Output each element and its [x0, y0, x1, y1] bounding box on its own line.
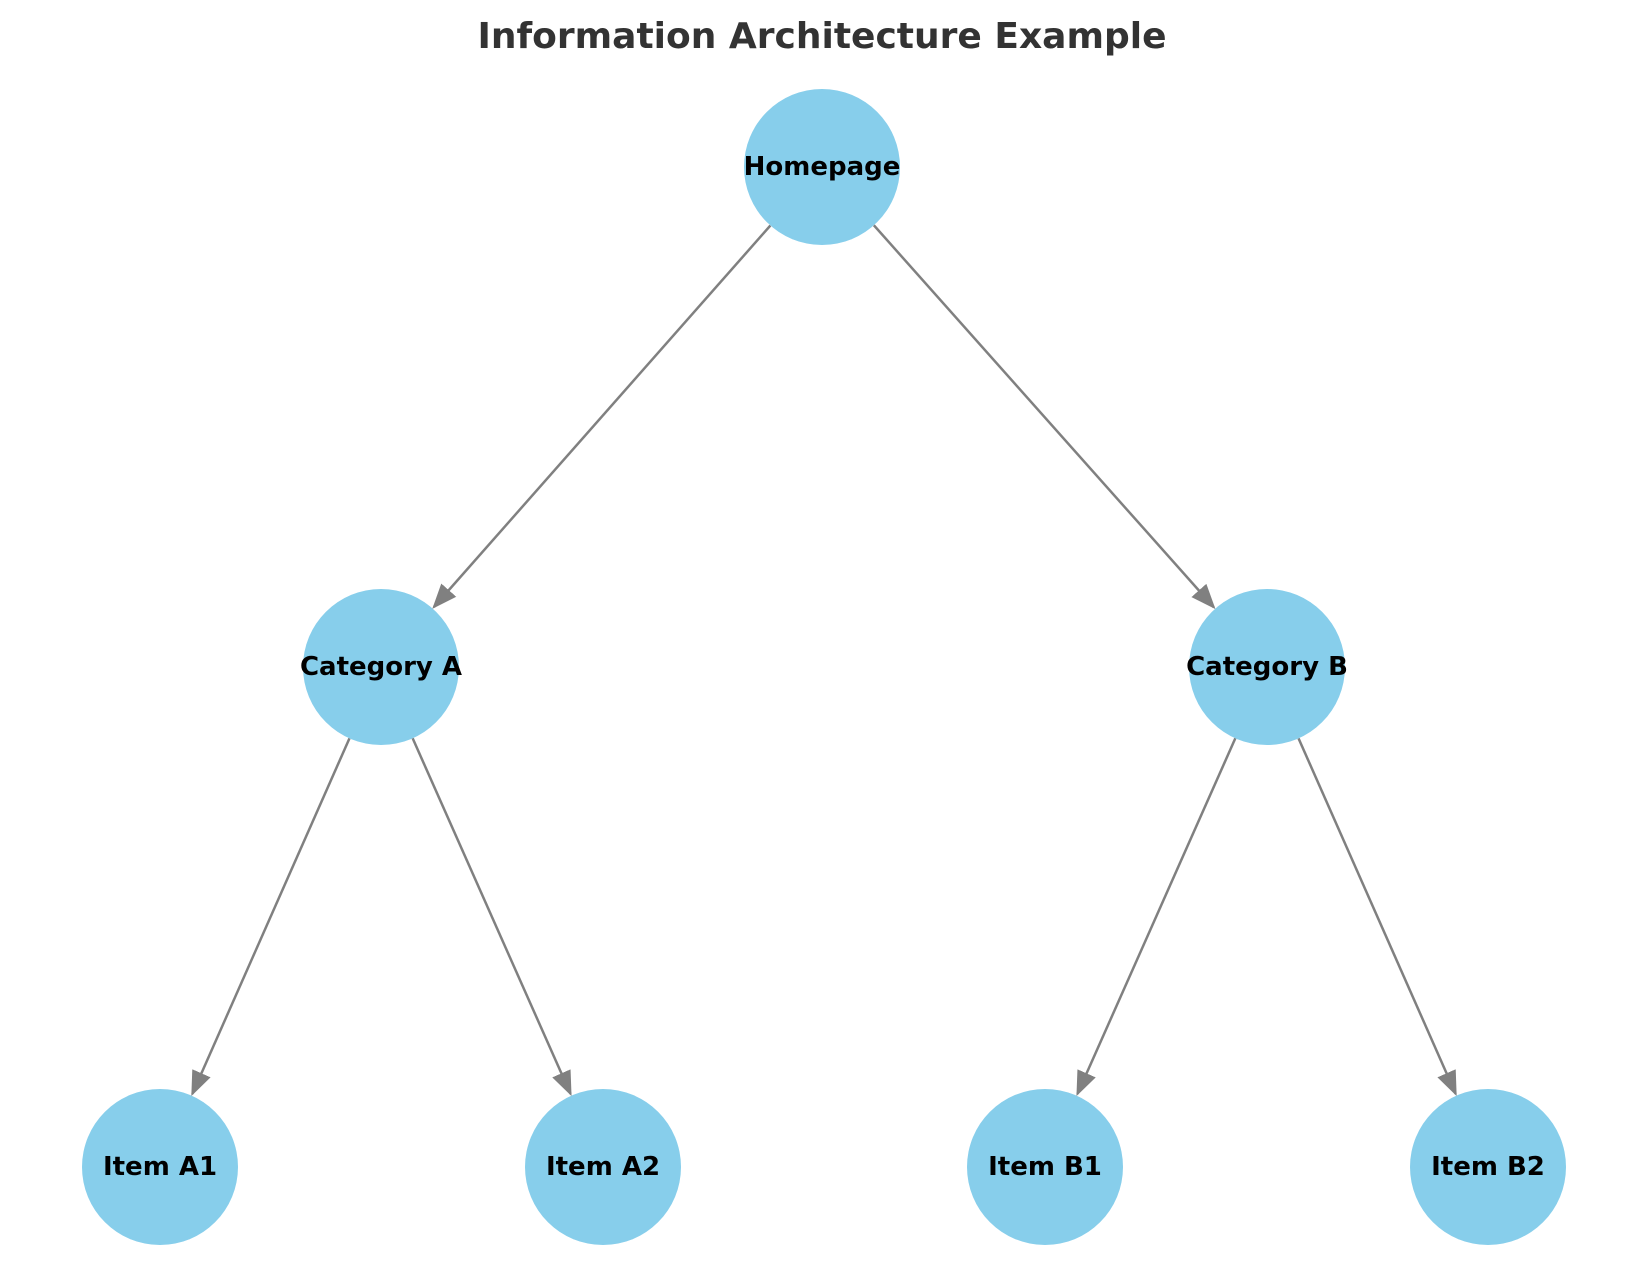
edge-category-a-to-item-a2	[411, 737, 572, 1097]
edge-category-b-to-item-b2	[1297, 737, 1457, 1097]
diagram-title: Information Architecture Example	[478, 16, 1167, 57]
node-label-item-a2: Item A2	[546, 1152, 660, 1182]
node-homepage: Homepage	[744, 89, 901, 245]
node-circle-item-a1	[82, 1089, 238, 1245]
node-circle-category-a	[303, 589, 459, 745]
node-label-item-b1: Item B1	[988, 1152, 1102, 1182]
node-category-b: Category B	[1186, 589, 1348, 745]
node-circle-homepage	[744, 89, 900, 245]
node-item-b2: Item B2	[1410, 1089, 1566, 1245]
node-circle-item-b2	[1410, 1089, 1566, 1245]
edge-category-a-to-item-a1	[191, 737, 351, 1097]
node-label-item-b2: Item B2	[1431, 1152, 1545, 1182]
node-label-item-a1: Item A1	[103, 1152, 217, 1182]
node-label-category-a: Category A	[300, 652, 462, 682]
edge-category-b-to-item-b1	[1076, 737, 1237, 1097]
node-item-a1: Item A1	[82, 1089, 238, 1245]
node-category-a: Category A	[300, 589, 462, 745]
node-circle-item-a2	[525, 1089, 681, 1245]
edge-homepage-to-category-b	[872, 224, 1216, 610]
node-label-category-b: Category B	[1186, 652, 1348, 682]
node-label-homepage: Homepage	[744, 152, 901, 182]
node-item-a2: Item A2	[525, 1089, 681, 1245]
edges-layer	[191, 224, 1457, 1097]
node-item-b1: Item B1	[967, 1089, 1123, 1245]
edge-homepage-to-category-a	[432, 224, 772, 609]
node-circle-item-b1	[967, 1089, 1123, 1245]
node-circle-category-b	[1189, 589, 1345, 745]
